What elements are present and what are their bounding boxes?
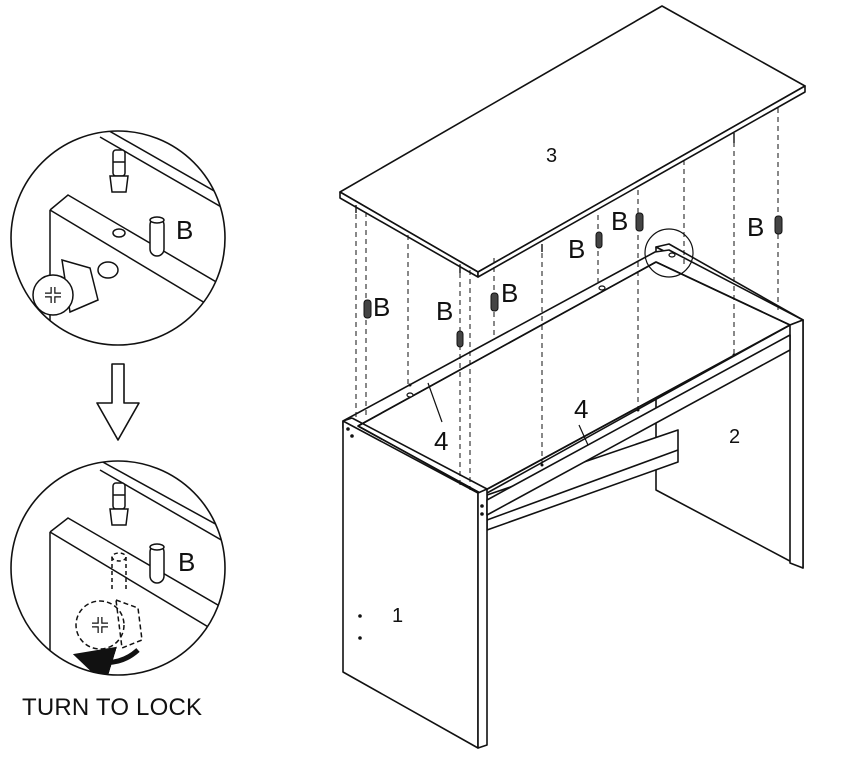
detail-before-dowel-label: B xyxy=(176,215,193,245)
label-dowel-b-2: B xyxy=(436,296,453,326)
detail-before: B xyxy=(10,130,226,346)
detail-callout-circle xyxy=(644,228,694,278)
turn-to-lock-caption: TURN TO LOCK xyxy=(22,694,203,721)
label-dowel-b-4: B xyxy=(568,234,585,264)
detail-after-dowel-label: B xyxy=(178,547,195,577)
label-top-panel: 3 xyxy=(546,145,557,167)
label-rail-front: 4 xyxy=(574,394,588,424)
label-dowel-b-1: B xyxy=(373,292,390,322)
label-dowel-b-6: B xyxy=(747,212,764,242)
label-right-panel: 2 xyxy=(729,426,740,448)
label-dowel-b-3: B xyxy=(501,278,518,308)
detail-after: B xyxy=(10,460,226,676)
down-arrow-icon xyxy=(96,363,140,441)
label-dowel-b-5: B xyxy=(611,206,628,236)
label-rail-back: 4 xyxy=(434,426,448,456)
label-left-panel: 1 xyxy=(392,605,403,627)
